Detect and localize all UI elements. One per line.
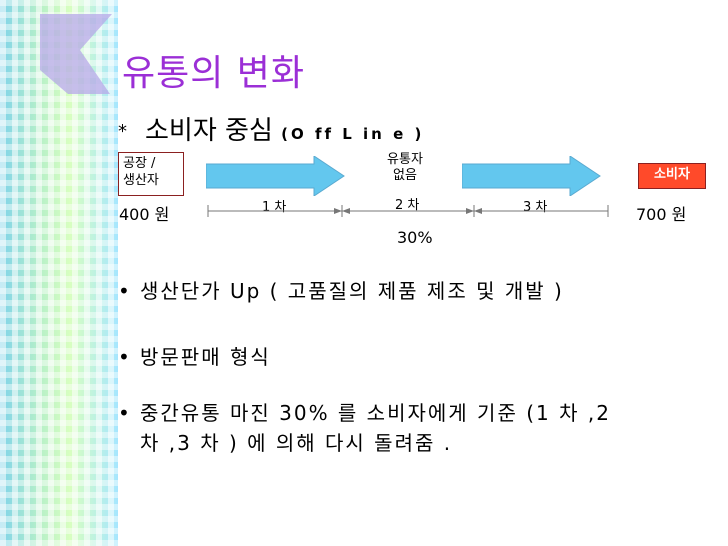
slide-title: 유통의 변화: [122, 44, 305, 96]
flow-arrow-left-icon: [206, 156, 346, 196]
bullet-2-dot: •: [118, 342, 140, 372]
subheading: * 소비자 중심 (O ff L in e ): [118, 110, 424, 147]
bullet-2: •방문판매 형식: [118, 342, 271, 372]
bullet-2-text: 방문판매 형식: [140, 345, 271, 369]
bullet-1-dot: •: [118, 276, 140, 306]
bullet-3-dot: •: [118, 398, 140, 428]
price-right: 700 원: [636, 201, 686, 225]
subheading-offline: (O ff L in e ): [281, 125, 424, 143]
bullet-3: •중간유통 마진 30% 를 소비자에게 기준 (1 차 ,2 차 ,3 차 )…: [118, 398, 611, 458]
subheading-text: 소비자 중심: [145, 116, 273, 146]
middle-line-1: 유통자: [380, 152, 430, 168]
bullet-3-text-line-1: 중간유통 마진 30% 를 소비자에게 기준 (1 차 ,2: [140, 401, 611, 425]
margin-dimension-line: [206, 203, 610, 223]
bullet-1-text: 생산단가 Up ( 고품질의 제품 제조 및 개발 ): [140, 279, 564, 303]
price-left: 400 원: [119, 201, 169, 225]
margin-label: 30%: [397, 228, 433, 247]
middle-line-2: 없음: [380, 168, 430, 184]
producer-line-2: 생산자: [123, 172, 179, 189]
producer-line-1: 공장 /: [123, 155, 179, 172]
bullet-1: •생산단가 Up ( 고품질의 제품 제조 및 개발 ): [118, 276, 564, 306]
subheading-star: *: [118, 121, 127, 142]
middle-text: 유통자 없음: [380, 152, 430, 184]
producer-box: 공장 / 생산자: [118, 152, 184, 196]
bullet-3-text-line-2: 차 ,3 차 ) 에 의해 다시 돌려줌 .: [118, 428, 611, 458]
consumer-box: 소비자: [638, 163, 706, 189]
flow-arrow-right-icon: [462, 156, 602, 196]
decorative-arrow-icon: [40, 10, 120, 100]
